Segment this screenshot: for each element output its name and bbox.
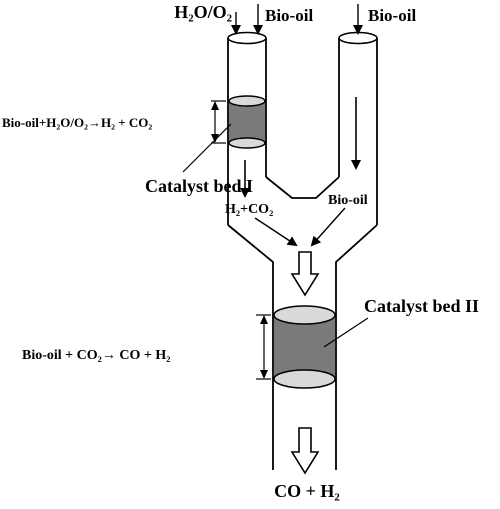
u-bend	[265, 176, 340, 199]
outlet-product-label: CO + H₂	[274, 481, 340, 501]
bed-1-label: Catalyst bed I	[145, 176, 253, 196]
bed-2-reaction: Bio-oil + CO₂→ CO + H₂	[22, 348, 170, 363]
bed-2-height-marker	[256, 314, 271, 380]
junction-label-h2-co2: H₂+CO₂	[225, 202, 273, 217]
outlet-tube	[227, 224, 378, 470]
inlet-label-bio-oil-left: Bio-oil	[265, 6, 313, 25]
left-inlet-tube	[227, 31, 267, 225]
flow-arrow-h2-co2	[254, 217, 298, 247]
inlet-label-bio-oil-right: Bio-oil	[368, 6, 416, 25]
inlet-label-h2o-o2: H₂O/O₂	[174, 2, 232, 22]
leader-line-bed-2	[323, 317, 369, 348]
bed-2-label: Catalyst bed II	[364, 296, 479, 316]
catalyst-bed-2	[273, 305, 336, 389]
leader-line-bed-1	[182, 123, 232, 173]
catalyst-bed-1	[228, 95, 266, 149]
hollow-arrow-upper	[290, 251, 320, 297]
flow-arrow-bio-oil-junction	[310, 207, 346, 247]
bed-1-height-marker	[211, 100, 226, 144]
junction-label-bio-oil: Bio-oil	[328, 193, 368, 208]
hollow-arrow-lower	[290, 427, 320, 475]
bed-1-reaction: Bio-oil+H₂O/O₂→H₂ + CO₂	[2, 115, 152, 130]
right-inlet-tube	[338, 31, 378, 225]
